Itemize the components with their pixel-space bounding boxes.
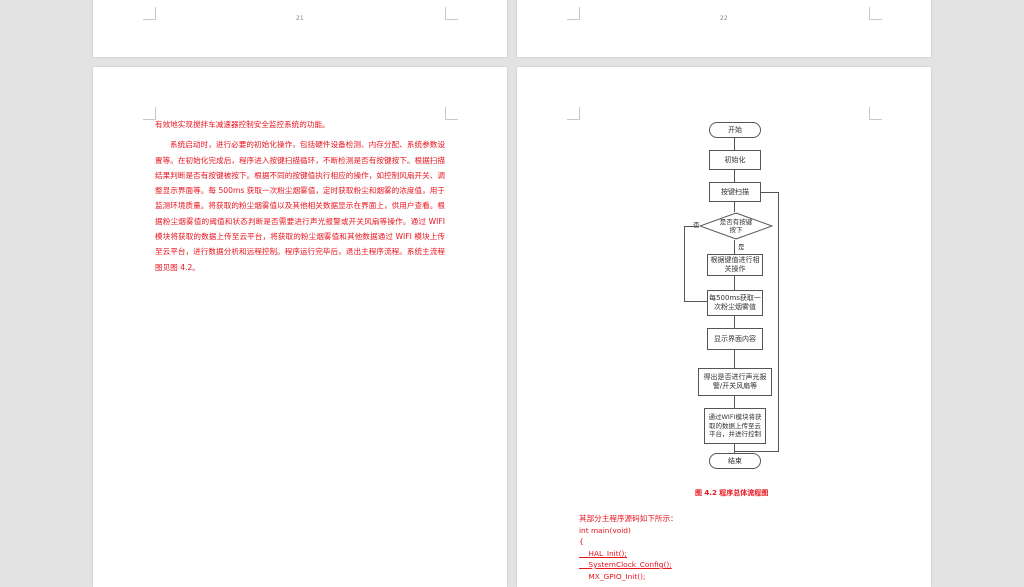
margin-mark [567,107,580,120]
margin-mark [869,107,882,120]
flow-decision-shape [699,212,773,240]
no-label: 否 [693,221,700,229]
page-number: 21 [296,15,304,22]
paragraph: 系统启动时，进行必要的初始化操作，包括硬件设备检测、内存分配、系统参数设置等。在… [155,140,445,272]
code-line: { [579,537,584,546]
flow-end: 结束 [709,453,761,469]
flow-start: 开始 [709,122,761,138]
page-right: 开始 初始化 按键扫描 是否有按键按下 否 是 根据键值进行相关操作 每500m… [517,67,931,587]
code-line: HAL_Init(); [579,548,627,558]
body-text: 有效地实现搅拌车减速器控制安全监控系统的功能。 系统启动时，进行必要的初始化操作… [155,117,445,275]
code-section: 其部分主程序源码如下所示： int main(void) { HAL_Init(… [579,513,678,582]
code-line: int main(void) [579,525,631,535]
flow-display: 显示界面内容 [707,328,763,350]
margin-mark [567,7,580,20]
flow-decision: 是否有按键按下 [719,218,753,234]
flow-init: 初始化 [709,150,761,170]
page-22: 22 [517,0,931,57]
code-line: SystemClock_Config(); [579,560,672,569]
page-number: 22 [720,15,728,22]
margin-mark [445,107,458,120]
flow-scan: 按键扫描 [709,182,761,202]
margin-mark [869,7,882,20]
margin-mark [445,7,458,20]
code-intro: 其部分主程序源码如下所示： [579,514,678,523]
flow-upload: 通过WIFI模块将获取的数据上传至云平台，并进行控制 [704,408,766,444]
margin-mark [143,7,156,20]
paragraph: 有效地实现搅拌车减速器控制安全监控系统的功能。 [155,120,330,129]
flow-sample: 每500ms获取一次粉尘烟雾值 [707,290,763,316]
yes-label: 是 [738,243,745,251]
page-21: 21 [93,0,507,57]
margin-mark [143,107,156,120]
flow-handle: 根据键值进行相关操作 [707,254,763,276]
flow-judge: 得出是否进行声光报警/开关风扇等 [698,368,772,396]
code-line: MX_GPIO_Init(); [579,571,646,581]
page-left: 有效地实现搅拌车减速器控制安全监控系统的功能。 系统启动时，进行必要的初始化操作… [93,67,507,587]
figure-caption: 图 4.2 程序总体流程图 [695,489,769,497]
